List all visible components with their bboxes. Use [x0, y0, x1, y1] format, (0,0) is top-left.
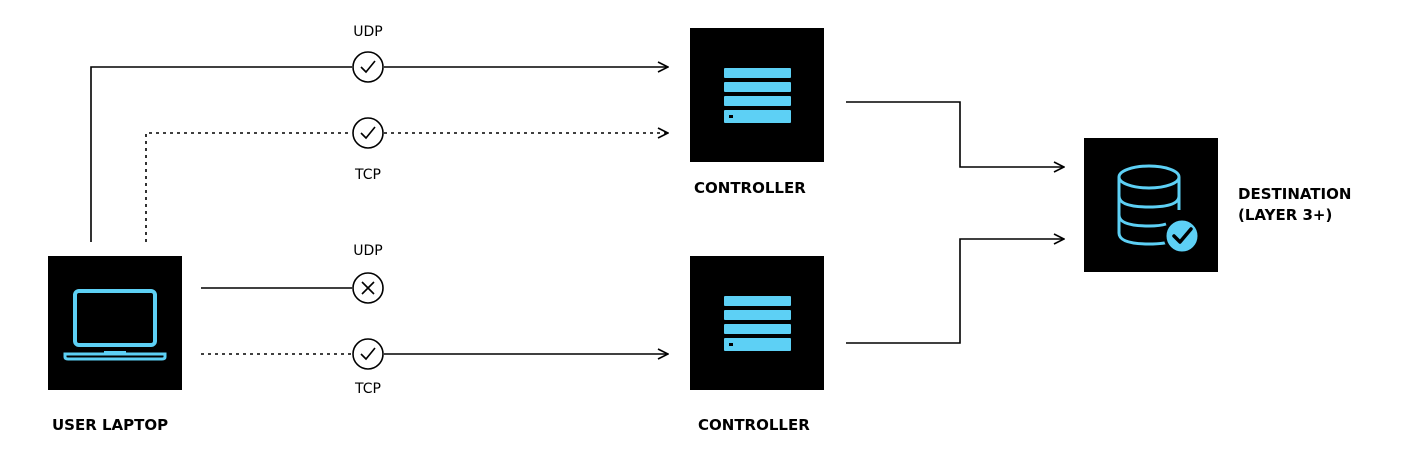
database-check-icon [1117, 164, 1201, 255]
laptop-node [48, 256, 182, 390]
bottom-controller-label: CONTROLLER [698, 416, 810, 434]
top-tcp-check-icon [352, 117, 384, 149]
laptop-icon [63, 289, 167, 361]
top-tcp-line [145, 132, 352, 242]
top-udp-check-icon [352, 51, 384, 83]
top-controller-to-destination-line [846, 101, 1064, 167]
bottom-udp-x-icon [352, 272, 384, 304]
top-udp-line [90, 66, 352, 242]
bottom-tcp-check-icon [352, 338, 384, 370]
server-icon [724, 296, 791, 351]
destination-label: DESTINATION [1238, 185, 1351, 203]
destination-node [1084, 138, 1218, 272]
bottom-controller-node [690, 256, 824, 390]
top-controller-node [690, 28, 824, 162]
top-tcp-label: TCP [354, 167, 381, 183]
server-icon [724, 68, 791, 123]
bottom-tcp-label: TCP [354, 381, 381, 397]
bottom-controller-to-destination-line [846, 239, 1064, 344]
bottom-udp-label: UDP [353, 243, 382, 259]
top-controller-label: CONTROLLER [694, 179, 806, 197]
top-udp-label: UDP [353, 24, 382, 40]
laptop-label: USER LAPTOP [52, 416, 168, 434]
destination-sublabel: (LAYER 3+) [1238, 206, 1332, 224]
